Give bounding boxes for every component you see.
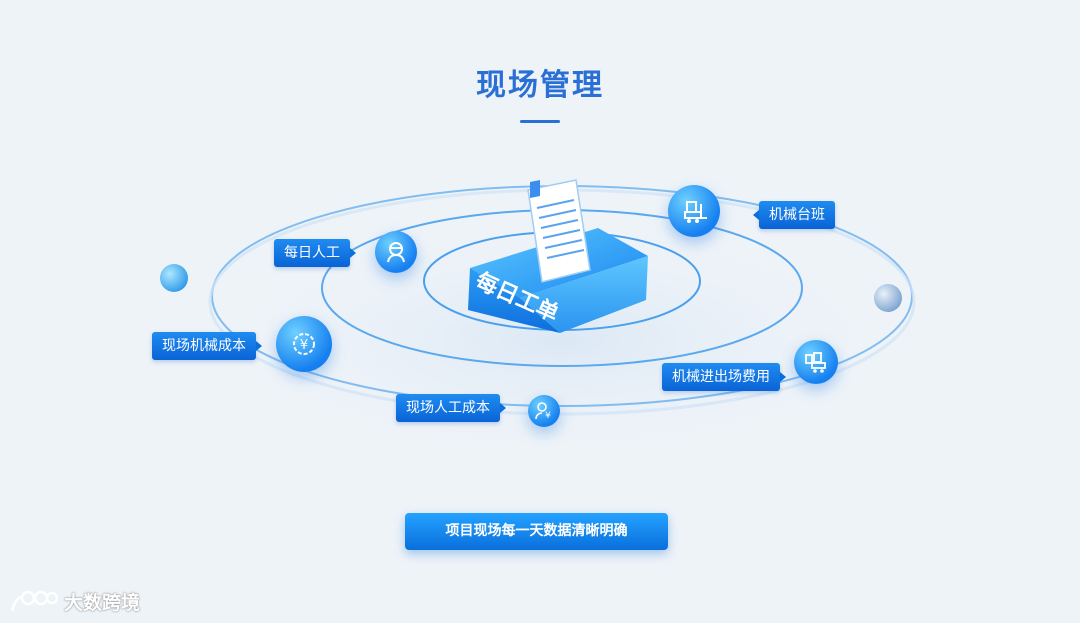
tag-daily-labor: 每日人工 [274, 239, 356, 267]
watermark-icon [10, 590, 58, 611]
svg-text:¥: ¥ [300, 338, 308, 353]
summary-button[interactable]: 项目现场每一天数据清晰明确 [405, 513, 668, 550]
machine-fee-icon [794, 340, 838, 384]
gear-yuan-icon: ¥ [276, 316, 332, 372]
title-underline [520, 120, 560, 123]
person-yuan-icon: ¥ [528, 395, 560, 427]
floor-glow [200, 215, 920, 465]
daily-worksheet-box [468, 179, 648, 333]
watermark-logo: 大数跨境 [8, 588, 140, 615]
watermark-text: 大数跨境 [64, 592, 141, 614]
orbit-ball-right [874, 284, 902, 312]
tag-machine-shift: 机械台班 [753, 201, 835, 229]
page-title: 现场管理 [476, 68, 604, 103]
orbit-ball-left [160, 264, 188, 292]
forklift-icon [668, 185, 720, 237]
tag-machine-fee: 机械进出场费用 [662, 363, 786, 391]
tag-labor-cost: 现场人工成本 [396, 394, 506, 422]
tag-machine-cost: 现场机械成本 [152, 332, 262, 360]
worker-icon [375, 231, 417, 273]
svg-text:¥: ¥ [545, 411, 551, 421]
